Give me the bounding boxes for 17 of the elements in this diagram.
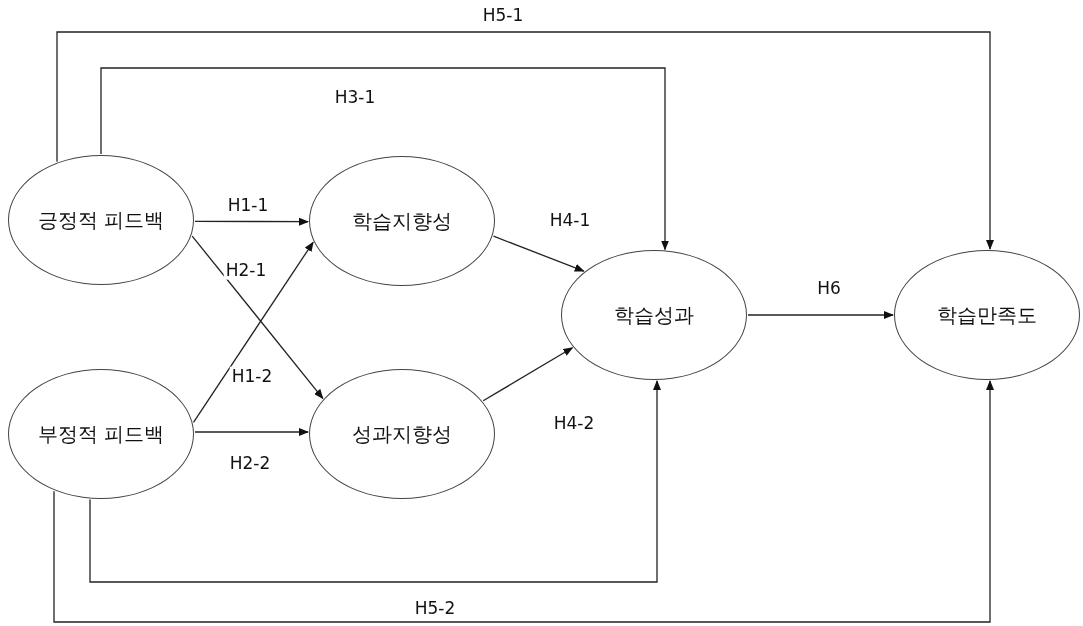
arrow [192, 241, 314, 423]
arrow [482, 347, 574, 402]
arrow [56, 31, 994, 250]
concept-ellipse: 학습만족도 [894, 250, 1080, 380]
concept-ellipse: 긍정적 피드백 [8, 155, 194, 285]
arrow [89, 380, 661, 583]
arrow [100, 67, 669, 251]
arrow [492, 235, 585, 272]
arrow [194, 217, 309, 226]
arrow [194, 428, 309, 436]
arrow [53, 380, 994, 623]
concept-ellipse: 성과지향성 [309, 369, 495, 499]
concept-ellipse: 학습지향성 [309, 156, 495, 286]
concept-ellipse: 학습성과 [561, 250, 747, 380]
concept-ellipse: 부정적 피드백 [8, 369, 194, 499]
arrow [747, 311, 894, 319]
arrow [191, 235, 324, 400]
